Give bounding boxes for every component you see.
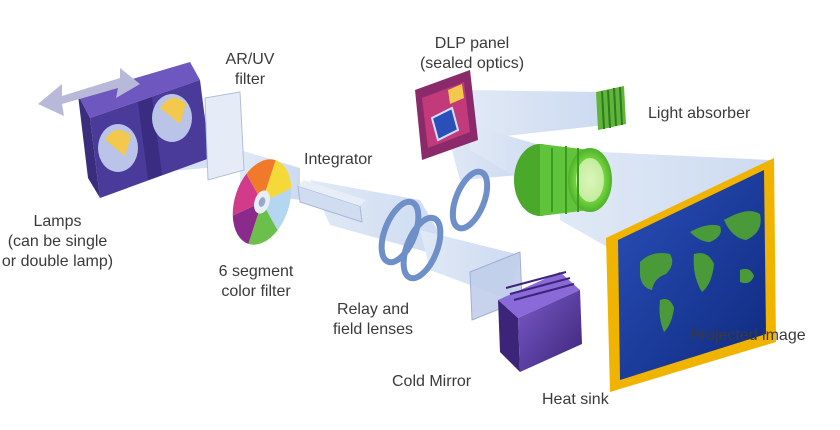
relay-lenses — [378, 168, 491, 282]
color-wheel — [232, 159, 292, 245]
light-absorber-label: Light absorber — [648, 105, 751, 122]
relay-lenses-label: Relay and field lenses — [332, 301, 414, 338]
cold-mirror-label: Cold Mirror — [392, 373, 472, 390]
lamps-label: Lamps (can be single or double lamp) — [1, 213, 114, 270]
field-lens — [449, 168, 491, 232]
ar-uv-filter-label: AR/UV filter — [225, 51, 275, 88]
heat-sink — [498, 271, 582, 372]
projection-screen — [606, 158, 776, 392]
lamp-swap-arrow — [38, 68, 140, 116]
world-map — [640, 211, 761, 332]
dlp-panel-label: DLP panel (sealed optics) — [419, 35, 525, 72]
relay-lens-1 — [378, 198, 422, 266]
lamp-housing — [78, 62, 210, 198]
ar-uv-filter — [204, 91, 245, 181]
beam-dlp-to-absorber — [470, 90, 605, 140]
light-absorber — [596, 86, 626, 130]
color-filter-label: 6 segment color filter — [218, 263, 294, 300]
dlp-chip — [430, 106, 460, 142]
projection-lens — [514, 144, 612, 216]
projected-image-label: Projected image — [690, 327, 806, 344]
integrator-rod — [297, 180, 366, 223]
heat-sink-label: Heat sink — [542, 391, 609, 408]
relay-lens-2 — [400, 214, 444, 282]
integrator-label: Integrator — [304, 151, 373, 168]
dlp-panel — [415, 70, 478, 160]
